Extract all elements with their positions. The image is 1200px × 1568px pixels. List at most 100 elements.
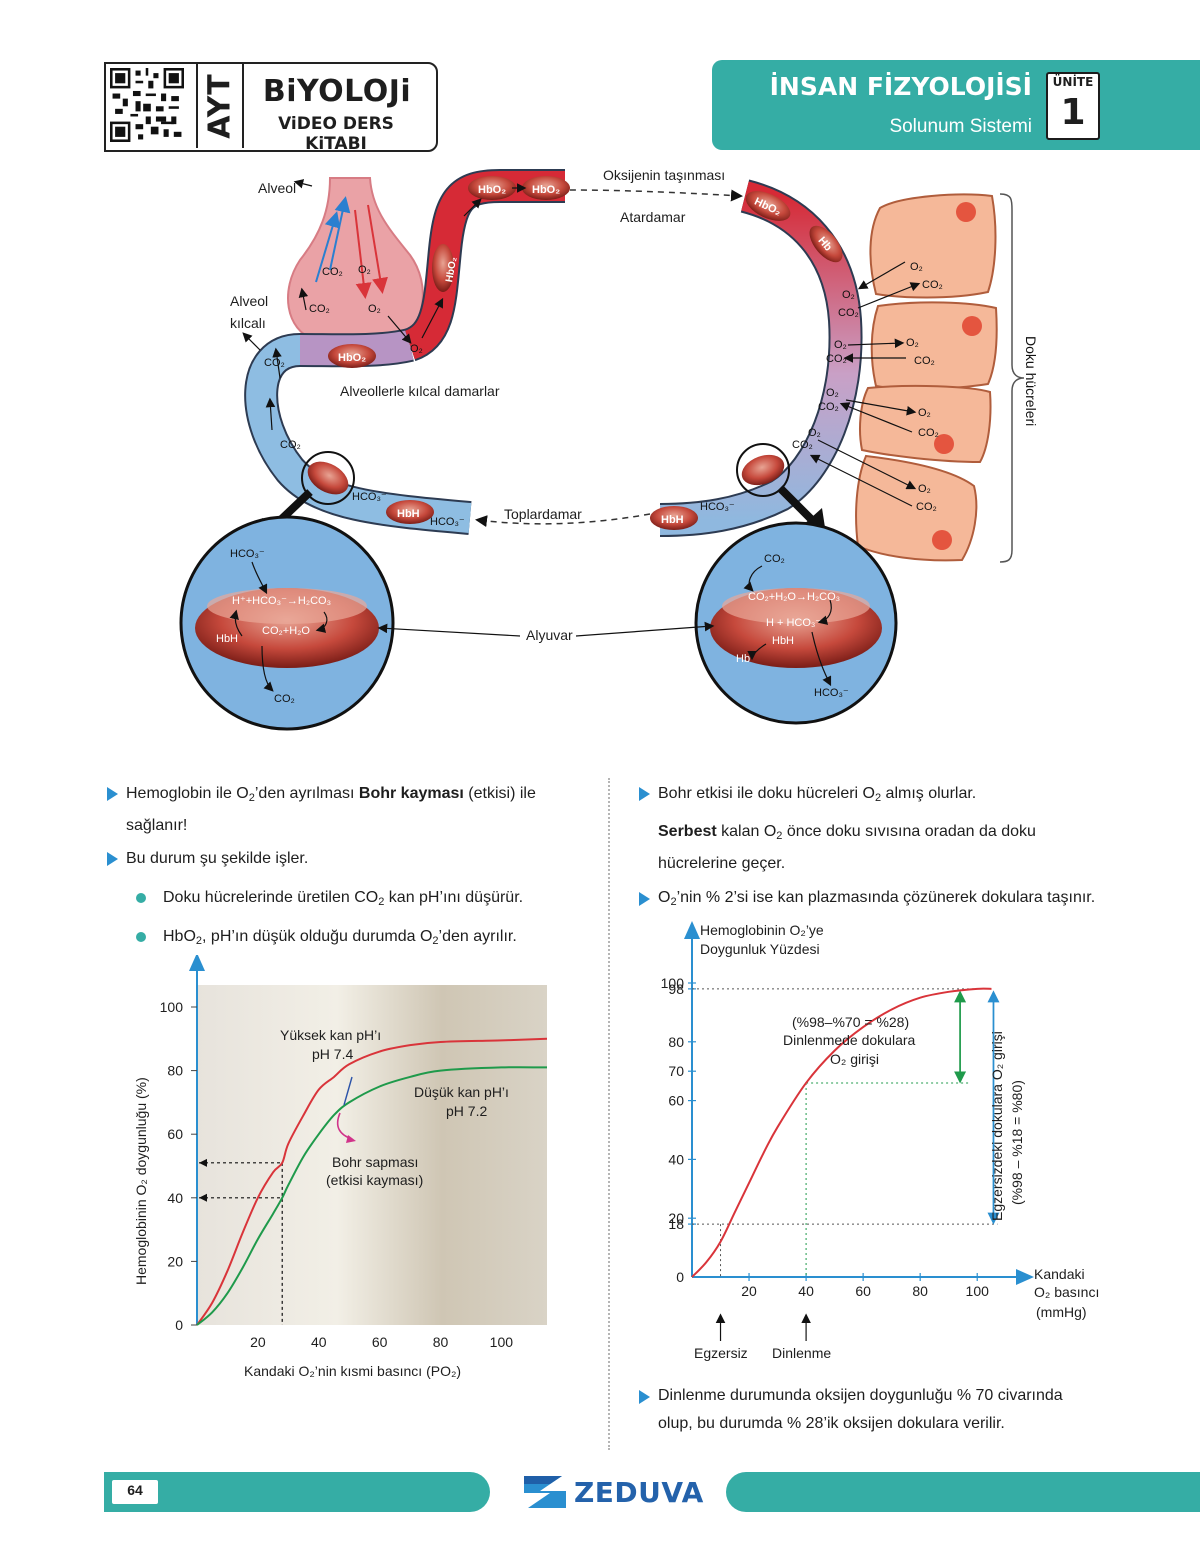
bullet-arrow-icon xyxy=(639,787,650,801)
label-alveoli-capillaries: Alveollerle kılcal damarlar xyxy=(340,383,500,399)
svg-text:CO₂: CO₂ xyxy=(764,553,785,565)
chart2-ytick-100: 100 xyxy=(661,975,685,991)
svg-text:O₂: O₂ xyxy=(826,387,839,399)
chart1-series-label-2a: Düşük kan pH’ı xyxy=(414,1084,509,1100)
svg-text:Hb: Hb xyxy=(736,653,750,665)
chart1-xtick-20: 20 xyxy=(250,1334,266,1350)
book-title: BiYOLOJi xyxy=(262,74,412,109)
svg-text:O₂: O₂ xyxy=(910,261,923,273)
bullet-arrow-icon xyxy=(639,892,650,906)
rbc-hbo2-5: HbO₂ xyxy=(745,191,791,221)
tissue-cell-3 xyxy=(859,384,992,464)
chart1-ytick-80: 80 xyxy=(167,1063,183,1079)
qr-code-icon[interactable] xyxy=(110,68,184,142)
svg-text:CO₂: CO₂ xyxy=(274,693,295,705)
svg-text:CO₂: CO₂ xyxy=(838,307,859,319)
tissue-cell-1 xyxy=(869,193,997,299)
chart1-shift-arrow xyxy=(343,1076,353,1106)
chart2-exercise-annot-2: (%98 – %18 = %80) xyxy=(1009,1080,1025,1205)
left-bullet-1: Hemoglobin ile O2’den ayrılması Bohr kay… xyxy=(126,785,536,834)
chart1-annotation-1: Bohr sapması xyxy=(332,1154,418,1170)
chapter-title: İNSAN FİZYOLOJİSİ xyxy=(769,72,1032,101)
svg-text:HCO₃⁻: HCO₃⁻ xyxy=(230,548,265,560)
chart2-ytick-80: 80 xyxy=(668,1034,684,1050)
right-paragraph: Serbest kalan O2 önce doku sıvısına orad… xyxy=(658,823,1036,872)
svg-text:CO₂: CO₂ xyxy=(280,439,301,451)
right-bullet-2: O2’nin % 2’si ise kan plazmasında çözüne… xyxy=(658,889,1096,908)
unit-label: ÜNİTE xyxy=(1052,75,1094,89)
zeduva-logo-icon xyxy=(524,1476,566,1508)
chart1-ytick-60: 60 xyxy=(167,1126,183,1142)
chart2-ytick-70: 70 xyxy=(668,1063,684,1079)
chart2-xtick-40: 40 xyxy=(798,1283,814,1299)
alveolus-sac xyxy=(287,177,424,341)
rbc-left-zoom-target xyxy=(307,461,349,495)
rbc-zoom-left: HCO₃⁻ H⁺+HCO₃⁻→H₂CO₃ HbH CO₂+H₂O CO₂ xyxy=(179,515,395,731)
svg-text:HbH: HbH xyxy=(661,514,684,526)
svg-text:HbO₂: HbO₂ xyxy=(478,184,506,196)
book-subtitle: ViDEO DERS KiTABI xyxy=(278,114,394,154)
chart1-ref-arrowhead xyxy=(199,1193,207,1202)
chart2-ytick-60: 60 xyxy=(668,1093,684,1109)
chart2-xtick-80: 80 xyxy=(912,1283,928,1299)
svg-text:HCO₃⁻: HCO₃⁻ xyxy=(352,491,387,503)
tissue-cells-label: Doku hücreleri xyxy=(1023,336,1039,426)
chart1-ytick-40: 40 xyxy=(167,1190,183,1206)
rbc-hbo2-2: HbO₂ xyxy=(522,176,570,200)
chart2-ytick-98: 98 xyxy=(668,981,684,997)
unit-badge xyxy=(1046,72,1100,140)
chart1-annotation-2: (etkisi kayması) xyxy=(326,1172,423,1188)
svg-text:O₂: O₂ xyxy=(410,343,423,355)
svg-text:CO₂+H₂O→H₂CO₃: CO₂+H₂O→H₂CO₃ xyxy=(748,591,840,603)
chart1-xtick-80: 80 xyxy=(433,1334,449,1350)
svg-text:HCO₃⁻: HCO₃⁻ xyxy=(700,501,735,513)
right-bullet-1: Bohr etkisi ile doku hücreleri O2 almış … xyxy=(658,785,977,804)
rbc-right-zoom-target xyxy=(741,454,785,486)
chart2-ytick-0: 0 xyxy=(676,1269,684,1285)
svg-text:HbH: HbH xyxy=(772,635,794,647)
chart2-ytick-40: 40 xyxy=(668,1151,684,1167)
svg-text:CO₂+H₂O: CO₂+H₂O xyxy=(262,625,310,637)
svg-text:O₂: O₂ xyxy=(918,483,931,495)
chart2-ylabel-2: Doygunluk Yüzdesi xyxy=(700,941,820,957)
bullet-arrow-icon xyxy=(639,1390,650,1404)
bullet-dot-icon xyxy=(136,932,146,942)
rbc-hbh-right: HbH xyxy=(650,506,698,530)
tissue-cell-2 xyxy=(870,301,998,390)
chart2-exercise-annot-1: Egzersizdeki dokulara O₂ girişi xyxy=(989,1031,1005,1221)
chart2-ytick-20: 20 xyxy=(668,1210,684,1226)
chart2-ylabel-1: Hemoglobinin O₂’ye xyxy=(700,922,824,938)
chart1-ref-arrowhead xyxy=(199,1158,207,1167)
left-dot-2: HbO2, pH’ın düşük olduğu durumda O2’den … xyxy=(163,928,517,947)
label-artery: Atardamar xyxy=(620,209,686,225)
svg-text:CO₂: CO₂ xyxy=(309,303,330,315)
page-number: 64 xyxy=(127,1482,143,1498)
chart1-xtick-60: 60 xyxy=(372,1334,388,1350)
rbc-hbo2-4: HbO₂ xyxy=(328,344,376,368)
svg-text:HbO₂: HbO₂ xyxy=(338,352,366,364)
svg-text:HbH: HbH xyxy=(216,633,238,645)
chart2-rest-annot-1: (%98–%70 = %28) xyxy=(792,1014,909,1030)
chart1-xtick-40: 40 xyxy=(311,1334,327,1350)
chart2-xlabel-3: (mmHg) xyxy=(1036,1304,1087,1320)
label-alveol: Alveol xyxy=(258,180,296,196)
svg-text:CO₂: CO₂ xyxy=(918,427,939,439)
svg-text:HCO₃⁻: HCO₃⁻ xyxy=(430,516,465,528)
svg-text:O₂: O₂ xyxy=(918,407,931,419)
rbc-hbo2-3: HbO₂ xyxy=(432,244,459,292)
chart2-ytick-18: 18 xyxy=(668,1216,684,1232)
chart1-series-label-1a: Yüksek kan pH’ı xyxy=(280,1027,381,1043)
svg-text:CO₂: CO₂ xyxy=(818,401,839,413)
svg-text:HbH: HbH xyxy=(397,508,420,520)
chart1-series-label-2b: pH 7.2 xyxy=(446,1103,487,1119)
rbc-hbh-left: HbH xyxy=(386,500,434,524)
label-alveol-capillary-2: kılcalı xyxy=(230,315,266,331)
rbc-hb: Hb xyxy=(809,225,843,263)
svg-text:CO₂: CO₂ xyxy=(826,353,847,365)
rbc-hbo2-1: HbO₂ xyxy=(468,176,516,200)
column-divider xyxy=(608,778,610,1450)
svg-text:O₂: O₂ xyxy=(834,339,847,351)
svg-text:O₂: O₂ xyxy=(842,289,855,301)
